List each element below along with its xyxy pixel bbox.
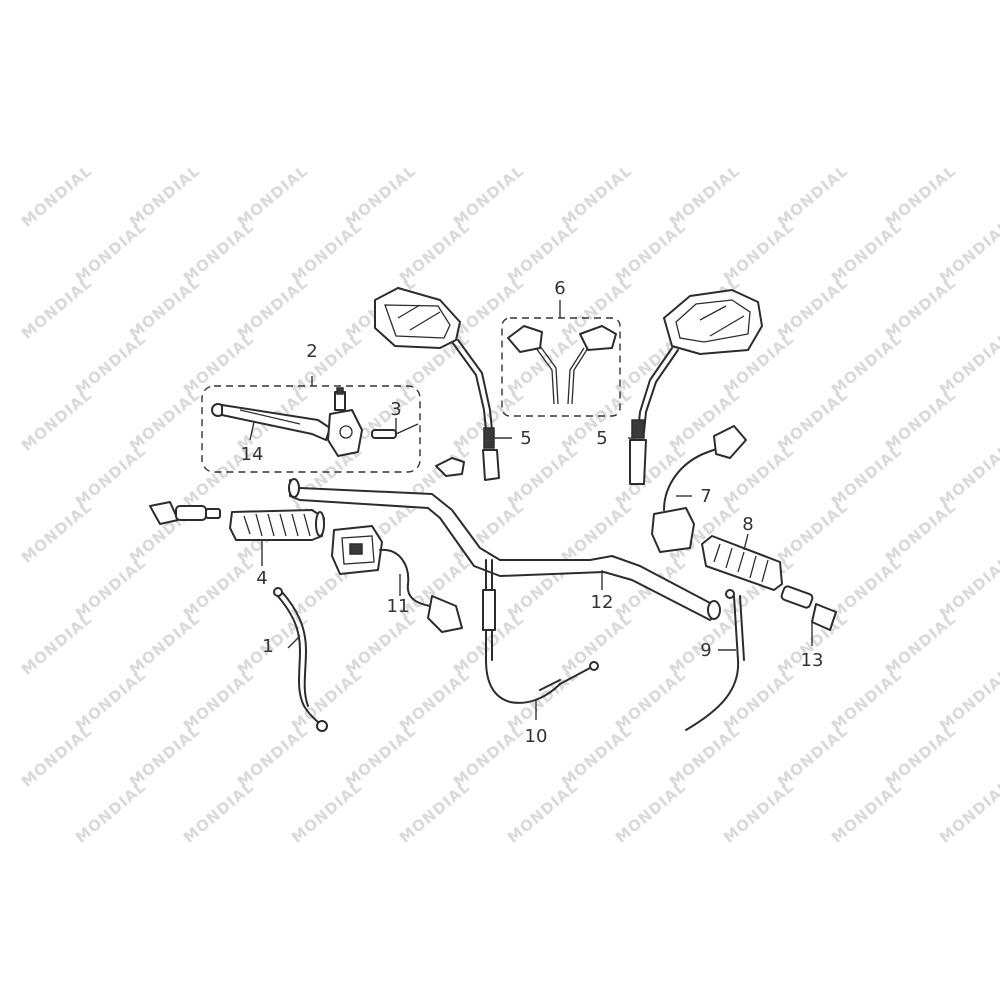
callout-1: 1 [262,636,273,657]
watermark-text: MONDIAL [18,385,96,454]
lever-assembly-group-box [201,385,421,473]
callout-6: 6 [554,278,565,299]
callout-11: 11 [387,596,410,617]
watermark-text: MONDIAL [18,161,96,230]
callout-8: 8 [742,514,753,535]
callout-2: 2 [306,341,317,362]
right-mirror [629,289,763,485]
throttle-cable [482,559,599,704]
watermark-text: MONDIAL [180,777,258,846]
right-switch-housing [651,425,747,553]
mirror-adaptor [435,457,465,477]
watermark-text: MONDIAL [504,777,582,846]
watermark-text: MONDIAL [18,721,96,790]
left-switch-housing [331,525,463,633]
callout-7: 7 [700,486,711,507]
alt-mirrors [507,325,617,405]
callout-5-left: 5 [520,428,531,449]
callout-10: 10 [525,726,548,747]
leader-lines [249,300,813,720]
left-grip [149,501,325,541]
callout-9: 9 [700,640,711,661]
callout-13: 13 [801,650,824,671]
callout-12: 12 [591,592,614,613]
watermark-text: MONDIAL [288,777,366,846]
brake-switch [371,423,419,439]
right-grip [701,535,783,591]
watermark-text: MONDIAL [396,777,474,846]
brake-lever [211,403,331,441]
watermark-text: MONDIAL [18,497,96,566]
callout-14: 14 [241,444,264,465]
alt-mirror-group-box [501,317,621,417]
right-cable [685,589,745,731]
callout-5-right: 5 [596,428,607,449]
watermark-text: MONDIAL [18,609,96,678]
handlebar [288,478,721,621]
right-bar-end [780,585,837,631]
callout-labels: 1 2 3 4 5 5 6 7 8 9 10 11 12 13 14 [241,278,824,747]
lever-bracket [327,387,363,457]
callout-3: 3 [390,399,401,420]
watermark-text: MONDIAL [828,777,906,846]
watermark-text: MONDIAL [612,777,690,846]
callout-4: 4 [256,568,267,589]
watermark-text: MONDIAL [720,777,798,846]
clutch-cable [273,587,328,732]
watermark-text: MONDIAL [936,777,1000,846]
watermark-text: MONDIAL [72,777,150,846]
left-mirror [374,287,500,481]
watermark-text: MONDIAL [18,273,96,342]
